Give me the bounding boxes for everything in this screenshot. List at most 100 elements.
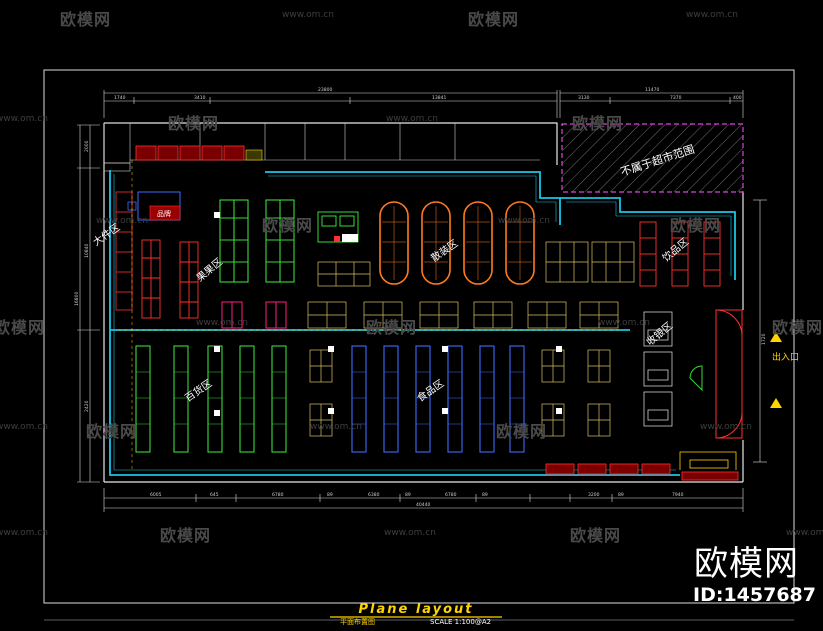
dim-bottom-2: 6780 bbox=[272, 492, 284, 498]
bottom-dimension-lines bbox=[103, 488, 744, 512]
north-chillers bbox=[135, 145, 245, 161]
counter-white-panel bbox=[342, 234, 358, 242]
watermark-url-14: www.om.cn bbox=[786, 528, 823, 538]
watermark-brand-11: 欧模网 bbox=[496, 422, 548, 441]
watermark-url-3: www.om.cn bbox=[0, 114, 48, 124]
structural-columns bbox=[214, 212, 562, 416]
drawing-scale: SCALE 1:100@A2 bbox=[430, 618, 492, 626]
building-walls bbox=[103, 122, 744, 483]
dim-bottom-4: 6380 bbox=[368, 492, 380, 498]
dim-bottom-3: 89 bbox=[327, 492, 333, 498]
drawing-subtitle: 平面布置图 bbox=[340, 618, 375, 626]
daily-goods-shelf-ticks bbox=[136, 371, 286, 425]
perimeter-wall-shelves-inner bbox=[113, 174, 732, 471]
dim-top-4: 3130 bbox=[578, 95, 590, 101]
dim-top-3: 13841 bbox=[432, 95, 446, 101]
dim-bottom-9: 89 bbox=[618, 492, 624, 498]
watermark-url-7: www.om.cn bbox=[196, 318, 248, 328]
watermark-brand-6: 欧模网 bbox=[670, 216, 722, 235]
watermark-brand-1: 欧模网 bbox=[60, 10, 112, 29]
sheet-frame bbox=[43, 69, 795, 604]
top-dimension-lines bbox=[103, 90, 744, 118]
dim-left-0: 2000 bbox=[84, 140, 90, 152]
dim-bottom-10: 7940 bbox=[672, 492, 684, 498]
dim-bottom-5: 89 bbox=[405, 492, 411, 498]
watermark-brand-4: 欧模网 bbox=[572, 114, 624, 133]
dim-left-3: 2420 bbox=[84, 400, 90, 412]
zone-label-daily-goods: 百货区 bbox=[182, 377, 214, 405]
dim-right-0: 1720 bbox=[761, 333, 767, 345]
dashed-guides bbox=[118, 160, 620, 472]
north-chiller-end bbox=[245, 149, 263, 161]
watermark-url-12: www.om.cn bbox=[0, 528, 48, 538]
hatched-excluded-area bbox=[561, 123, 744, 193]
dim-total: 40440 bbox=[416, 502, 430, 508]
food-shelf-ticks bbox=[352, 371, 524, 425]
dim-left-2: 16800 bbox=[74, 292, 80, 306]
watermark-brand-10: 欧模网 bbox=[86, 422, 138, 441]
mid-row-racks bbox=[307, 301, 619, 329]
bulk-yellow-grid bbox=[317, 261, 371, 287]
watermark-url-2: www.om.cn bbox=[686, 10, 738, 20]
drawing-title: Plane layout bbox=[358, 602, 474, 617]
bulk-side-racks bbox=[545, 241, 635, 283]
dim-left-1: 10840 bbox=[84, 244, 90, 258]
daily-goods-shelves bbox=[135, 345, 287, 453]
food-shelves bbox=[351, 345, 525, 453]
watermark-url-6: www.om.cn bbox=[498, 216, 550, 226]
zone-label-exit-entry: 出入口 bbox=[772, 351, 799, 363]
mid-row-magenta-bins bbox=[221, 301, 287, 329]
watermark-url-9: www.om.cn bbox=[0, 422, 48, 432]
entrance-arrows bbox=[770, 332, 782, 408]
watermark-brand-13: 欧模网 bbox=[570, 526, 622, 545]
dim-bottom-1: 645 bbox=[210, 492, 219, 498]
left-dimension-lines bbox=[77, 124, 100, 483]
dim-top-2: 23800 bbox=[318, 87, 332, 93]
dim-top-6: 7370 bbox=[670, 95, 682, 101]
watermark-brand-9: 欧模网 bbox=[772, 318, 823, 337]
entrance-gate bbox=[689, 365, 703, 392]
right-dimension-lines bbox=[753, 199, 767, 463]
food-small-racks bbox=[309, 349, 611, 437]
drinks-fridges bbox=[639, 221, 721, 287]
left-dimension-texts: 2000 10840 16800 2420 bbox=[74, 140, 90, 412]
dim-top-7: 400 bbox=[733, 95, 742, 101]
watermark-url-5: www.om.cn bbox=[96, 216, 148, 226]
counter-red-mark bbox=[334, 236, 340, 242]
watermark-url-1: www.om.cn bbox=[282, 10, 334, 20]
cashier-counters bbox=[643, 311, 673, 427]
watermark-brand-5: 欧模网 bbox=[262, 216, 314, 235]
watermark-brand-3: 欧模网 bbox=[168, 114, 220, 133]
dim-bottom-6: 6780 bbox=[445, 492, 457, 498]
service-counter bbox=[679, 451, 737, 470]
bottom-dimension-texts: 6005 645 6780 89 6380 89 6780 89 3200 89… bbox=[150, 492, 684, 508]
watermark-brand-8: 欧模网 bbox=[366, 318, 418, 337]
watermark-url-8: www.om.cn bbox=[598, 318, 650, 328]
vegetable-islands bbox=[219, 199, 295, 283]
watermark-url-13: www.om.cn bbox=[384, 528, 436, 538]
bulk-bins bbox=[379, 201, 535, 285]
watermark-url-4: www.om.cn bbox=[386, 114, 438, 124]
dim-top-0: 1740 bbox=[114, 95, 126, 101]
dim-bottom-0: 6005 bbox=[150, 492, 162, 498]
top-dimension-texts: 1740 3410 23800 13841 3130 11470 7370 40… bbox=[114, 87, 742, 101]
dim-top-1: 3410 bbox=[194, 95, 206, 101]
watermark-brand-2: 欧模网 bbox=[468, 10, 520, 29]
watermark-url-10: www.om.cn bbox=[310, 422, 362, 432]
watermark-brand-12: 欧模网 bbox=[160, 526, 212, 545]
brand-logo-text: 欧模网 bbox=[694, 544, 799, 584]
brand-label-box bbox=[149, 205, 181, 221]
exit-entry-text: 出入口 bbox=[772, 351, 799, 363]
bulk-bins-grid bbox=[382, 206, 532, 280]
brand-id: ID:1457687 bbox=[693, 584, 816, 606]
dim-top-5: 11470 bbox=[645, 87, 659, 93]
entrance-doors bbox=[715, 309, 743, 439]
zone-label-drinks: 饮品区 bbox=[660, 235, 691, 264]
brand-label: 品牌 bbox=[157, 209, 171, 218]
watermark-brand-7: 欧模网 bbox=[0, 318, 46, 337]
zone-label-bulk: 散装区 bbox=[428, 237, 460, 265]
south-chillers bbox=[545, 463, 739, 481]
watermark-url-11: www.om.cn bbox=[700, 422, 752, 432]
dim-bottom-8: 3200 bbox=[588, 492, 600, 498]
